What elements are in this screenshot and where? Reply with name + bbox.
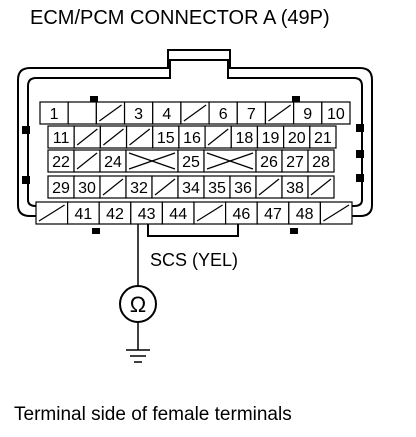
ohmmeter-symbol: Ω <box>119 285 157 323</box>
terminal-cell <box>67 101 97 125</box>
terminal-number: 46 <box>233 206 251 223</box>
terminal-number: 15 <box>157 130 175 147</box>
terminal-number: 18 <box>235 130 253 147</box>
unused-terminal-mark <box>154 178 176 196</box>
unused-terminal-mark <box>102 128 124 146</box>
connector-latches <box>22 96 364 234</box>
terminal-cell <box>307 149 335 173</box>
unused-terminal-mark <box>310 178 332 196</box>
terminal-number: 29 <box>52 180 70 197</box>
terminal-number: 24 <box>104 154 122 171</box>
blocked-cavity-mark <box>206 152 254 170</box>
probe-label: SCS (YEL) <box>150 250 238 270</box>
terminal-number: 19 <box>262 130 280 147</box>
ohm-icon: Ω <box>130 292 146 317</box>
unused-terminal-mark <box>76 128 98 146</box>
terminal-number: 7 <box>247 106 256 123</box>
terminal-number: 9 <box>303 106 312 123</box>
terminal-number: 35 <box>208 180 226 197</box>
terminal-number: 47 <box>264 206 282 223</box>
terminal-number: 32 <box>130 180 148 197</box>
terminal-number: 38 <box>286 180 304 197</box>
unused-terminal-mark <box>207 128 229 146</box>
terminal-number: 26 <box>260 154 278 171</box>
unused-terminal-mark <box>102 178 124 196</box>
diagram-title: ECM/PCM CONNECTOR A (49P) <box>30 7 330 29</box>
unused-terminal-mark <box>99 104 122 122</box>
terminal-number: 25 <box>182 154 200 171</box>
terminal-number: 48 <box>296 206 314 223</box>
terminal-number: 44 <box>169 206 187 223</box>
probe-wire <box>126 224 150 363</box>
terminal-number: 22 <box>52 154 70 171</box>
unused-terminal-mark <box>268 104 291 122</box>
terminal-number: 30 <box>78 180 96 197</box>
terminal-number: 1 <box>50 106 59 123</box>
terminal-number: 6 <box>219 106 228 123</box>
terminal-number: 16 <box>183 130 201 147</box>
unused-terminal-mark <box>38 204 65 222</box>
unused-terminal-mark <box>258 178 280 196</box>
terminal-number: 42 <box>106 206 124 223</box>
terminal-number: 21 <box>314 130 332 147</box>
terminal-number: 43 <box>138 206 156 223</box>
terminal-number: 34 <box>182 180 200 197</box>
terminal-number: 10 <box>327 106 345 123</box>
terminal-number: 41 <box>75 206 93 223</box>
terminal-number: 3 <box>134 106 143 123</box>
terminal-number: 27 <box>286 154 304 171</box>
unused-terminal-mark <box>76 152 98 170</box>
unused-terminal-mark <box>129 128 151 146</box>
terminal-number: 11 <box>53 130 70 147</box>
unused-terminal-mark <box>183 104 207 122</box>
caption: Terminal side of female terminals <box>14 404 292 425</box>
terminal-number: 36 <box>234 180 252 197</box>
terminal-number: 20 <box>288 130 306 147</box>
terminal-number: 28 <box>312 154 330 171</box>
connector-housing <box>17 49 373 237</box>
unused-terminal-mark <box>196 204 223 222</box>
terminal-cell <box>309 125 337 149</box>
blocked-cavity-mark <box>128 152 176 170</box>
unused-terminal-mark <box>323 204 350 222</box>
terminal-number: 4 <box>162 106 171 123</box>
terminal-cell <box>321 101 351 125</box>
